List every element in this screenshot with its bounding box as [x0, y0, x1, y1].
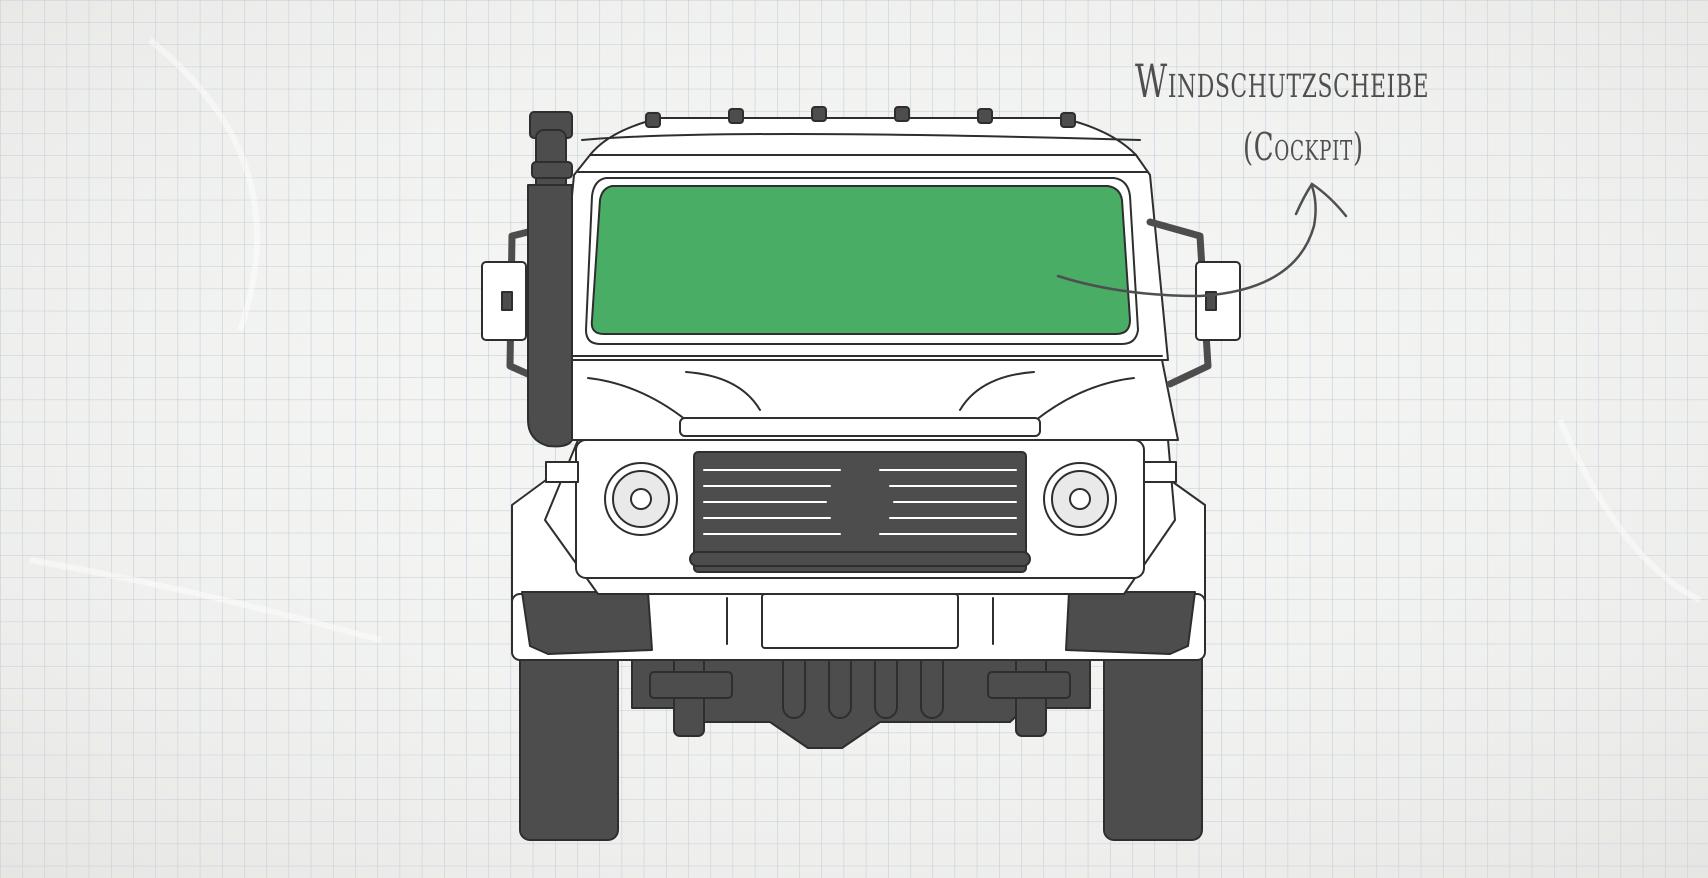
grille	[693, 451, 1027, 573]
annotation-subtitle: (Cockpit)	[1243, 125, 1364, 169]
left-tow-hook	[649, 655, 733, 737]
left-bumper-end	[521, 591, 653, 655]
roof-lights	[645, 106, 1076, 128]
right-tow-hook	[987, 655, 1071, 737]
snorkel	[527, 111, 573, 448]
left-headlight	[604, 462, 678, 536]
left-tire	[519, 629, 619, 841]
license-plate	[761, 593, 959, 649]
left-indicator	[545, 461, 579, 483]
hood-lip	[679, 417, 1041, 437]
right-indicator	[1143, 461, 1177, 483]
paper-creases	[29, 37, 1702, 643]
annotation-arrow	[1056, 182, 1348, 298]
left-side-mirror	[481, 228, 532, 378]
grille-slats	[703, 469, 1017, 535]
annotation-title: Windschutzscheibe	[1135, 54, 1430, 108]
right-tire	[1103, 629, 1203, 841]
skid-plate-slots	[782, 647, 944, 719]
grille-bar	[689, 551, 1031, 567]
right-headlight	[1043, 462, 1117, 536]
right-side-mirror	[1146, 218, 1241, 388]
right-bumper-end	[1065, 591, 1196, 655]
windshield-highlighted	[590, 185, 1131, 335]
vehicle	[481, 106, 1241, 841]
